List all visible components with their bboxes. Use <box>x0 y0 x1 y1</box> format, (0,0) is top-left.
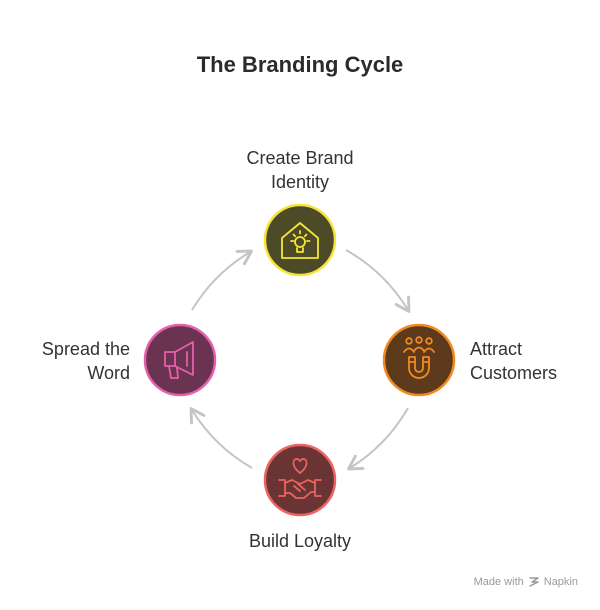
label-attract-customers: Attract Customers <box>470 337 590 385</box>
label-line: Identity <box>270 172 330 192</box>
napkin-logo-icon <box>529 577 539 587</box>
label-line: Spread the <box>41 339 130 359</box>
step-build-loyalty <box>263 443 337 517</box>
label-line: Attract <box>470 339 523 359</box>
label-create-brand-identity: Create Brand Identity <box>200 146 400 194</box>
napkin-brand-text: Napkin <box>543 576 578 588</box>
diagram-title: The Branding Cycle <box>196 52 404 77</box>
arrow-identity-to-attract <box>345 249 411 313</box>
label-build-loyalty: Build Loyalty <box>200 529 400 553</box>
label-line: Customers <box>470 363 558 383</box>
label-line: Word <box>87 363 130 383</box>
node-circle-attract <box>382 323 456 397</box>
footer-credit: Made with Napkin <box>474 576 578 588</box>
house-lightbulb-icon <box>281 222 319 259</box>
megaphone-icon <box>164 341 194 379</box>
node-circle-spread <box>143 323 217 397</box>
arrow-attract-to-loyalty <box>347 407 409 471</box>
step-create-brand-identity <box>263 203 337 277</box>
arrow-loyalty-to-spread <box>189 407 253 469</box>
made-with-text: Made with <box>473 576 524 588</box>
node-circle-loyalty <box>263 443 337 517</box>
label-line: Create Brand <box>246 148 354 168</box>
arrow-spread-to-identity <box>191 249 253 311</box>
magnet-people-icon <box>403 336 435 379</box>
label-line: Build Loyalty <box>248 531 352 551</box>
label-spread-the-word: Spread the Word <box>10 337 130 385</box>
node-circle-identity <box>263 203 337 277</box>
step-spread-the-word <box>143 323 217 397</box>
step-attract-customers <box>382 323 456 397</box>
handshake-heart-icon <box>278 458 322 499</box>
